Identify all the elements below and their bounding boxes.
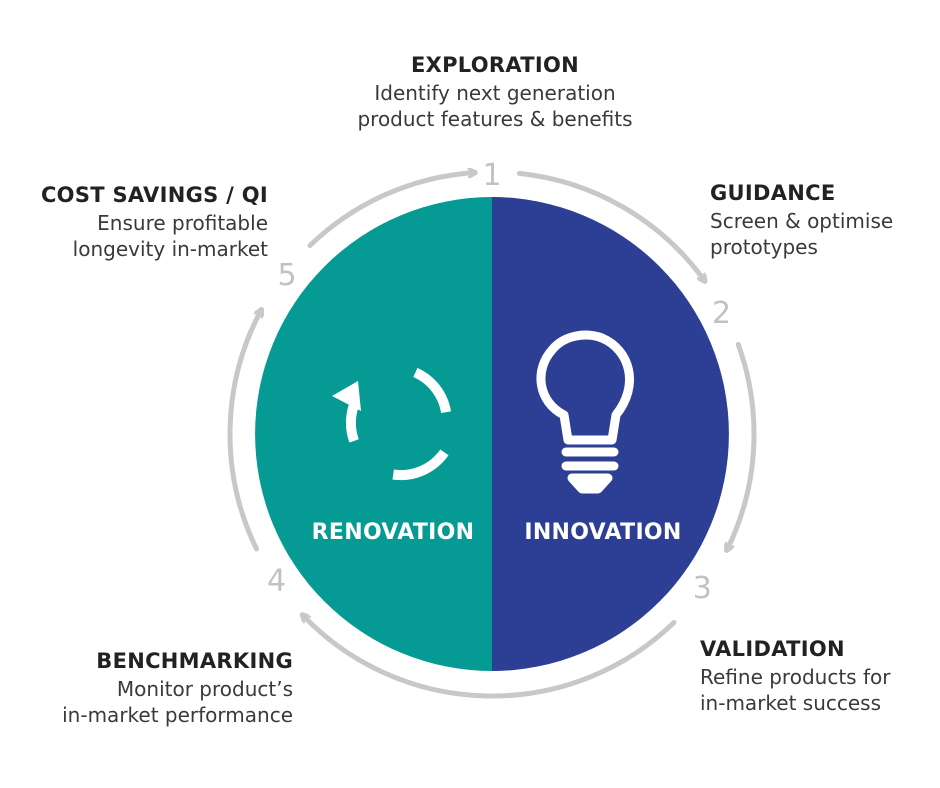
step-desc-line: in-market success: [700, 691, 882, 716]
refresh-cycle-icon: [332, 367, 452, 481]
ring-arrow-1: [516, 170, 704, 280]
step-title: EXPLORATION: [410, 53, 580, 77]
step-number-3: 3: [693, 571, 712, 606]
innovation-label: INNOVATION: [524, 520, 682, 545]
step-desc-line: Identify next generation: [374, 80, 616, 105]
step-exploration: EXPLORATION Identify next generation pro…: [300, 52, 690, 133]
renovation-half: [255, 197, 492, 671]
step-benchmarking: BENCHMARKING Monitor product’s in-market…: [10, 648, 293, 729]
cycle-ring: [227, 170, 757, 699]
step-desc-line: longevity in-market: [72, 237, 268, 262]
ring-arrow-5: [307, 173, 474, 248]
step-guidance: GUIDANCE Screen & optimise prototypes: [710, 180, 935, 261]
step-number-2: 2: [712, 296, 731, 331]
step-desc-line: Ensure profitable: [97, 210, 268, 235]
renovation-label: RENOVATION: [311, 520, 475, 545]
step-desc-line: Monitor product’s: [116, 676, 293, 701]
step-cost-savings: COST SAVINGS / QI Ensure profitable long…: [10, 182, 268, 263]
step-desc-line: in-market performance: [62, 703, 293, 728]
step-number-5: 5: [278, 258, 297, 293]
step-title: BENCHMARKING: [96, 649, 293, 673]
step-desc-line: Refine products for: [700, 664, 891, 689]
step-desc-line: prototypes: [710, 235, 818, 260]
ring-arrow-2: [728, 341, 757, 549]
step-title: VALIDATION: [700, 637, 845, 661]
lightbulb-icon: [536, 330, 634, 494]
step-desc-line: Screen & optimise: [710, 208, 894, 233]
ring-arrow-4: [227, 311, 261, 552]
step-numbers: 1 2 3 4 5: [267, 158, 731, 606]
step-validation: VALIDATION Refine products for in-market…: [700, 636, 935, 717]
step-title: GUIDANCE: [710, 181, 836, 205]
step-title: COST SAVINGS / QI: [40, 183, 268, 207]
step-number-1: 1: [482, 158, 501, 193]
ring-arrow-3: [304, 616, 677, 699]
step-number-4: 4: [267, 563, 286, 598]
step-desc-line: product features & benefits: [357, 107, 633, 132]
